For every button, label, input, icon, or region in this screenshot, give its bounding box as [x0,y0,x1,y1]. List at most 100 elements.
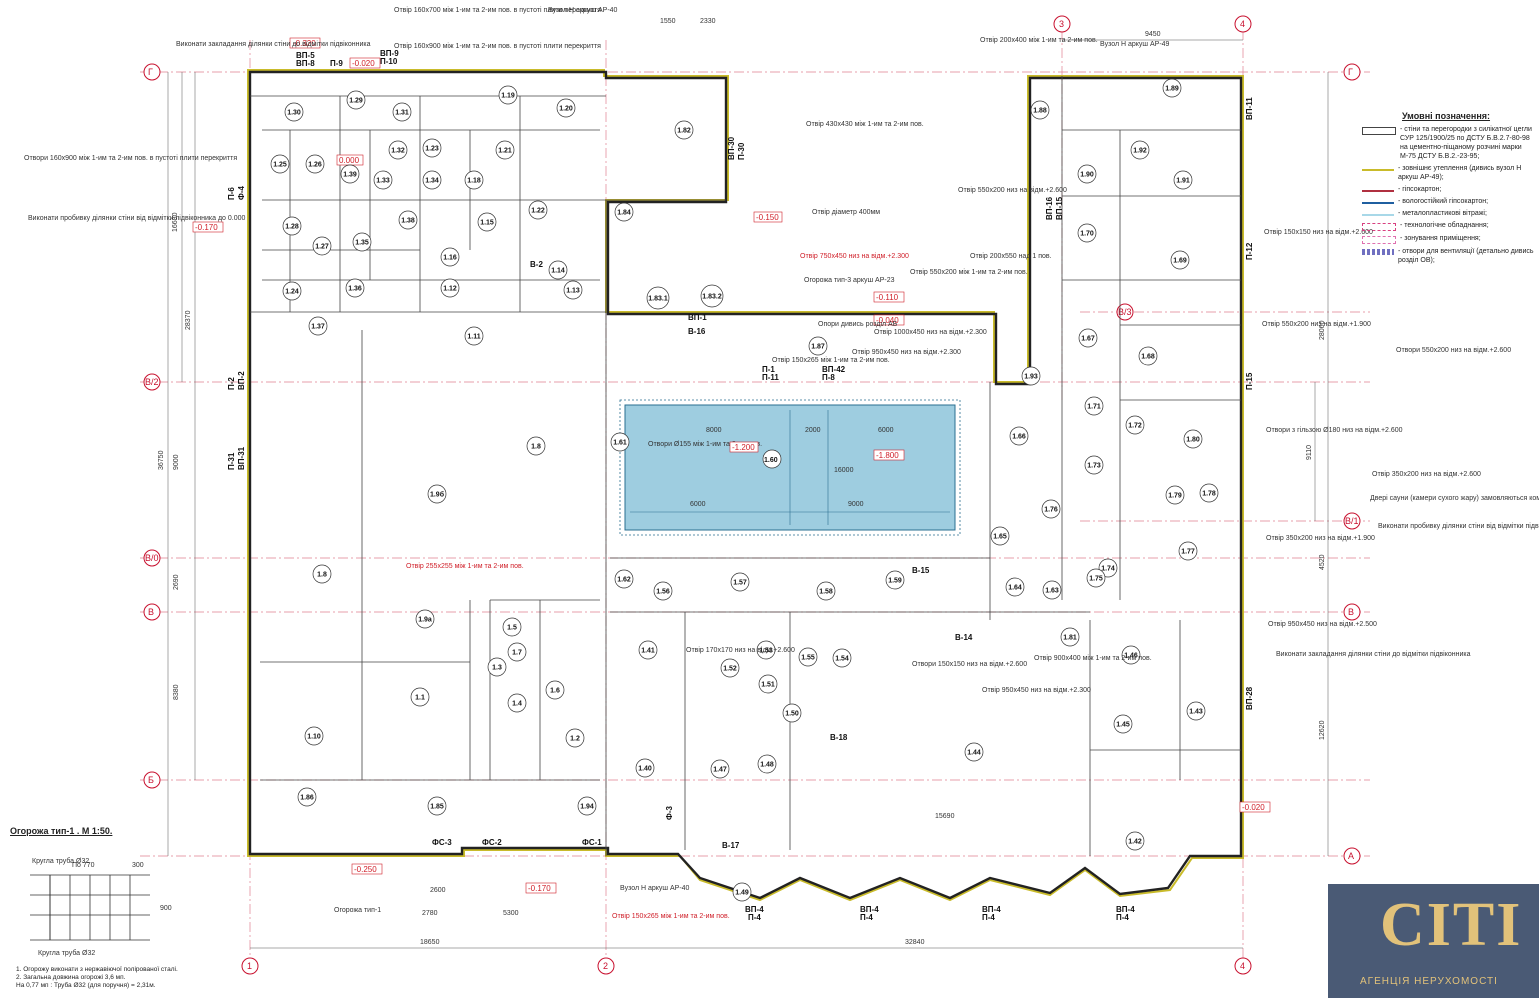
annotation: Отвори 160х900 між 1-им та 2-им пов. в п… [24,154,237,162]
room-marker [282,281,302,301]
note-line: На 0,77 мп : Труба Ø32 (для поручня) = 2… [16,982,156,989]
fence-title: Огорожа тип-1 . М 1:50. [10,826,113,836]
element-label: Ф-3 [665,806,674,820]
element-label: ФС-1 [582,838,602,847]
legend-label: - отвори для вентиляції (детально дивись… [1398,248,1534,264]
room-number: 1.45 [1116,722,1130,729]
room-marker [495,140,515,160]
room-number: 1.11 [467,334,480,341]
room-number: 1.59 [888,578,902,585]
room-number: 1.40 [638,766,652,773]
legend-item: - гіпсокартон; [1362,185,1538,194]
room-marker [1165,485,1185,505]
room-number: 1.66 [1012,434,1026,441]
room-number: 1.21 [498,148,512,155]
room-number: 1.77 [1181,549,1195,556]
axis-marker [597,957,615,975]
room-number: 1.79 [1168,493,1182,500]
dim-label: 28370 [185,310,192,330]
element-label: В-15 [912,566,930,575]
room-marker [388,140,408,160]
room-number: 1.92 [1133,148,1147,155]
dim-label: 12620 [1319,720,1326,740]
legend-swatch [1362,249,1394,255]
room-marker [565,728,585,748]
room-number: 1.10 [307,734,321,741]
axis-markers: Г В/2 В/0 В Б Г В В/1 А В/3 1 2 4 3 4 [143,15,1361,975]
axis-marker [1053,15,1071,33]
room-number: 1.37 [311,324,325,331]
room-marker [415,609,435,629]
interior-walls [250,76,1241,856]
room-marker [427,484,447,504]
element-label: ВП-42 [822,365,846,374]
axis-label: 2 [603,961,608,971]
axis-label: 4 [1240,961,1245,971]
room-number: 1.5 [507,625,517,632]
room-marker [545,680,565,700]
element-label: ВП-16 [1045,196,1054,220]
room-number: 1.35 [355,240,369,247]
legend-label: - вологостійкий гіпсокартон; [1398,198,1489,205]
annotation: Отвір 150х265 між 1-им та 2-им пов. [772,356,890,364]
room-marker [1030,100,1050,120]
legend-swatch [1362,236,1396,244]
element-label: ВП-4 [982,905,1001,914]
room-marker [1077,164,1097,184]
annotation: Отвір 550х200 між 1-им та 2-им пов. [910,268,1028,276]
axis-marker [1234,957,1252,975]
room-marker [816,581,836,601]
level-mark: -0.170 [195,223,218,232]
room-marker [990,526,1010,546]
annotation: Огорожа тип-1 [334,907,381,914]
legend-item: - зовнішнє утеплення (дивись вузол Н арк… [1362,164,1538,182]
room-marker [1078,328,1098,348]
room-marker [346,90,366,110]
room-number: 1.32 [391,148,405,155]
annotation: Отвір 430х430 між 1-им та 2-им пов. [806,120,924,128]
room-number: 1.70 [1080,231,1094,238]
logo-subtitle: АГЕНЦІЯ НЕРУХОМОСТІ [1360,976,1498,987]
annotation: Опори дивись розділ АБ [818,320,898,328]
dim-label: 2690 [173,574,180,590]
legend-swatch [1362,127,1396,135]
room-marker [352,232,372,252]
legend-label: - металопластикові вітражі; [1398,210,1487,217]
annotation: Отвір 160х700 між 1-им та 2-им пов. в пу… [394,6,601,14]
legend-item: - стіни та перегородки з силікатної цегл… [1362,125,1538,161]
element-label: ВП-28 [1245,686,1254,710]
element-label: ВП-4 [860,905,879,914]
dim-label: 5300 [503,910,519,917]
element-label: В-2 [530,260,543,269]
level-mark: -0.250 [354,865,377,874]
level-marks: -0.320 -0.020 -0.170 0.000 -0.150 -0.110… [192,37,1271,894]
element-label: П-4 [1116,913,1129,922]
annotation: Виконати закладання ділянки стіни до від… [1276,650,1471,658]
legend-item: - технологічне обладнання; [1362,221,1538,231]
room-number: 1.34 [425,178,439,185]
axis-label: В/1 [1345,516,1359,526]
room-marker [1125,415,1145,435]
dim-label: 9000 [173,454,180,470]
element-label: В-14 [955,633,973,642]
annotation: Отвір діаметр 400мм [812,208,880,216]
room-number: 1.2 [570,736,580,743]
legend-swatch [1362,214,1394,216]
room-number: 1.48 [760,762,774,769]
room-number: 1.19 [501,93,515,100]
room-marker [1060,627,1080,647]
pool-dim: 6000 [878,427,894,434]
room-number: 1.8 [531,444,541,451]
annotation: Отвір 200х550 над 1 пов. [970,252,1052,260]
pool-dim: 2000 [805,427,821,434]
room-marker [398,210,418,230]
room-marker [1186,701,1206,721]
room-marker [758,674,778,694]
element-label: ФС-3 [432,838,452,847]
room-marker [1125,831,1145,851]
room-number: 1.85 [430,804,444,811]
axis-marker [143,373,161,391]
room-number: 1.44 [967,750,981,757]
axis-label: В/3 [1118,307,1132,317]
element-label: П-4 [860,913,873,922]
